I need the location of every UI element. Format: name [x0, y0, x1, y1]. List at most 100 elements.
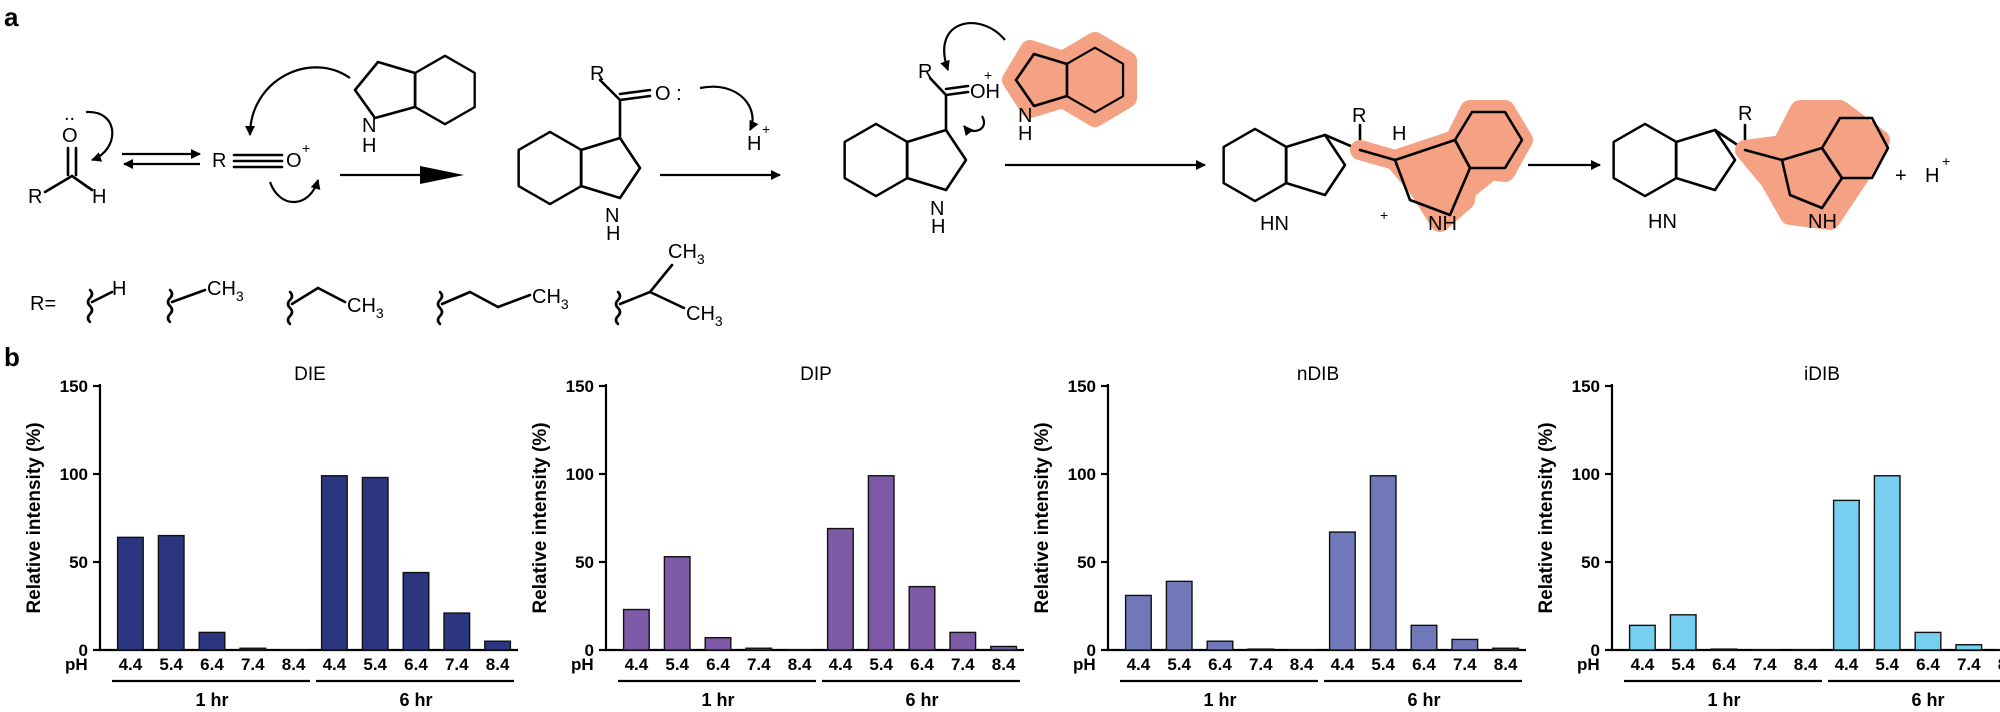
bar [826, 527, 854, 651]
atom-r: R [918, 61, 932, 83]
x-tick-label: 7.4 [1249, 655, 1273, 674]
ph-axis-label: pH [1577, 655, 1600, 674]
bar [1369, 475, 1397, 651]
atom-nh: N [930, 198, 944, 220]
x-tick-label: 6.4 [1916, 655, 1940, 674]
x-tick-label: 7.4 [747, 655, 771, 674]
highlighted-indole: H NH + [1350, 100, 1533, 235]
equilibrium-arrows [122, 149, 201, 169]
atom-hn: HN [1648, 211, 1677, 233]
atom-ch3: CH3 [668, 241, 705, 267]
x-tick-label: 5.4 [1371, 655, 1395, 674]
x-tick-label: 8.4 [788, 655, 812, 674]
atom-hn: HN [1260, 213, 1289, 235]
group-label: 1 hr [1203, 690, 1236, 710]
x-tick-label: 6.4 [706, 655, 730, 674]
indole-nucleophile: N H [245, 54, 476, 157]
intermediate-2: N H R OH + N H [843, 22, 1137, 238]
atom-n: N [1018, 105, 1032, 127]
atom-r: R [28, 186, 42, 208]
oxocarbenium-structure: R O + [212, 140, 321, 204]
atom-r: R [1352, 105, 1366, 127]
x-tick-label: 4.4 [829, 655, 853, 674]
bar [1628, 624, 1656, 651]
bar [949, 631, 977, 651]
y-tick-label: 150 [1068, 377, 1096, 396]
y-axis-label: Relative intensity (%) [1032, 422, 1053, 613]
r-group-legend: R= H CH3 CH3 CH3 CH3 CH3 [30, 241, 723, 329]
x-tick-label: 7.4 [241, 655, 265, 674]
x-tick-label: 5.4 [159, 655, 183, 674]
bar [361, 476, 389, 651]
x-tick-label: 7.4 [1957, 655, 1981, 674]
product: HN R NH + H + [1612, 100, 1950, 233]
bar [1206, 640, 1234, 651]
ph-axis-label: pH [1073, 655, 1096, 674]
bar [116, 536, 144, 651]
r-equals: R= [30, 293, 56, 315]
y-tick-label: 50 [69, 553, 88, 572]
group-label: 1 hr [701, 690, 734, 710]
y-tick-label: 150 [566, 377, 594, 396]
atom-h: H [362, 135, 376, 157]
x-tick-label: 5.4 [1875, 655, 1899, 674]
group-label: 6 hr [399, 690, 432, 710]
y-tick-label: 150 [1572, 377, 1600, 396]
y-axis-label: Relative intensity (%) [530, 422, 551, 613]
bar [1710, 648, 1738, 651]
atom-r: R [1738, 103, 1752, 125]
intermediate-1: N H R O : H + [517, 63, 770, 245]
x-tick-label: 6.4 [404, 655, 428, 674]
x-tick-label: 7.4 [445, 655, 469, 674]
bar [484, 640, 512, 651]
atom-o: O : [655, 83, 682, 105]
atom-plus: + [1895, 165, 1907, 187]
chart-title: DIE [294, 364, 326, 385]
bar [157, 534, 185, 651]
atom-h-plus: H [1925, 165, 1939, 187]
x-tick-label: 5.4 [363, 655, 387, 674]
bar [1328, 531, 1356, 651]
bar [320, 475, 348, 651]
atom-h: H [1392, 123, 1406, 145]
x-tick-label: 4.4 [1835, 655, 1859, 674]
atom-ch3: CH3 [207, 278, 244, 304]
x-tick-label: 4.4 [323, 655, 347, 674]
x-tick-label: 8.4 [1290, 655, 1314, 674]
x-tick-label: 7.4 [1453, 655, 1477, 674]
sigma-complex: HN R H NH + [1222, 100, 1533, 235]
x-tick-label: 5.4 [1167, 655, 1191, 674]
bar [1410, 624, 1438, 651]
y-axis-label: Relative intensity (%) [1536, 422, 1557, 613]
bar [704, 636, 732, 651]
bar [745, 647, 773, 651]
y-axis-label: Relative intensity (%) [24, 422, 45, 613]
x-tick-label: 4.4 [1127, 655, 1151, 674]
atom-h: H [606, 223, 620, 245]
bar [663, 556, 691, 651]
atom-plus: + [984, 67, 992, 83]
x-tick-label: 8.4 [486, 655, 510, 674]
atom-plus: + [762, 121, 770, 137]
atom-o: O [62, 125, 78, 147]
atom-plus: + [302, 140, 310, 156]
ph-axis-label: pH [571, 655, 594, 674]
bar [908, 585, 936, 651]
x-tick-label: 8.4 [1794, 655, 1818, 674]
x-tick-label: 6.4 [200, 655, 224, 674]
atom-nh: N [605, 205, 619, 227]
atom-h: H [931, 216, 945, 238]
bar [198, 631, 226, 651]
group-label: 6 hr [1407, 690, 1440, 710]
atom-nh: NH [1428, 213, 1457, 235]
y-tick-label: 50 [575, 553, 594, 572]
bar [1832, 499, 1860, 651]
x-tick-label: 4.4 [119, 655, 143, 674]
chart-title: DIP [800, 364, 832, 385]
atom-h: H [112, 278, 126, 300]
atom-plus: + [1942, 153, 1950, 169]
bar [443, 612, 471, 651]
